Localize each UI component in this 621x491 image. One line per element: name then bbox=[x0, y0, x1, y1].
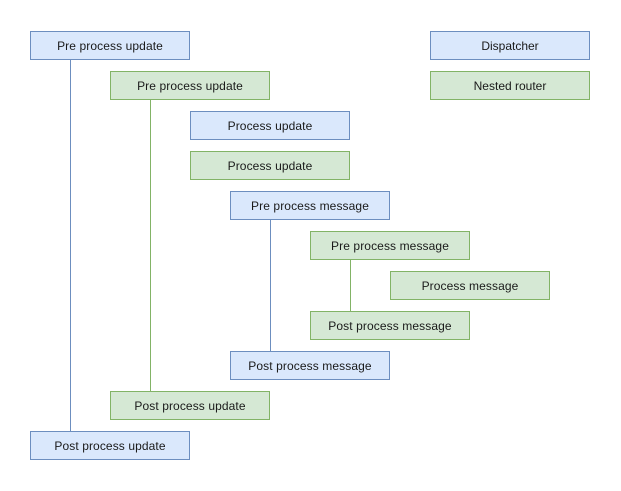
legend-item-label: Dispatcher bbox=[481, 38, 539, 53]
connector-n5-to-n9 bbox=[270, 220, 271, 351]
process-node-label: Pre process update bbox=[57, 38, 163, 53]
process-node-label: Process update bbox=[227, 118, 313, 133]
process-node-label: Post process update bbox=[134, 398, 246, 413]
process-node[interactable]: Pre process message bbox=[230, 191, 390, 220]
process-node[interactable]: Process update bbox=[190, 151, 350, 180]
legend-item-router[interactable]: Nested router bbox=[430, 71, 590, 100]
process-node-label: Pre process message bbox=[331, 238, 449, 253]
connector-n1-to-n11 bbox=[70, 60, 71, 431]
process-node[interactable]: Post process update bbox=[110, 391, 270, 420]
process-node[interactable]: Pre process update bbox=[110, 71, 270, 100]
process-node[interactable]: Process update bbox=[190, 111, 350, 140]
process-node-label: Process message bbox=[421, 278, 519, 293]
legend-item-label: Nested router bbox=[473, 78, 547, 93]
process-node-label: Pre process message bbox=[251, 198, 369, 213]
process-node-label: Pre process update bbox=[137, 78, 243, 93]
connector-n2-to-n10 bbox=[150, 100, 151, 391]
process-node[interactable]: Post process message bbox=[230, 351, 390, 380]
connector-n6-to-n8 bbox=[350, 260, 351, 311]
process-node-label: Post process message bbox=[328, 318, 452, 333]
process-node-label: Post process update bbox=[54, 438, 166, 453]
process-node[interactable]: Pre process update bbox=[30, 31, 190, 60]
process-node-label: Process update bbox=[227, 158, 313, 173]
process-node[interactable]: Pre process message bbox=[310, 231, 470, 260]
process-node[interactable]: Post process update bbox=[30, 431, 190, 460]
process-node[interactable]: Process message bbox=[390, 271, 550, 300]
process-node[interactable]: Post process message bbox=[310, 311, 470, 340]
process-node-label: Post process message bbox=[248, 358, 372, 373]
legend-item-dispatcher[interactable]: Dispatcher bbox=[430, 31, 590, 60]
